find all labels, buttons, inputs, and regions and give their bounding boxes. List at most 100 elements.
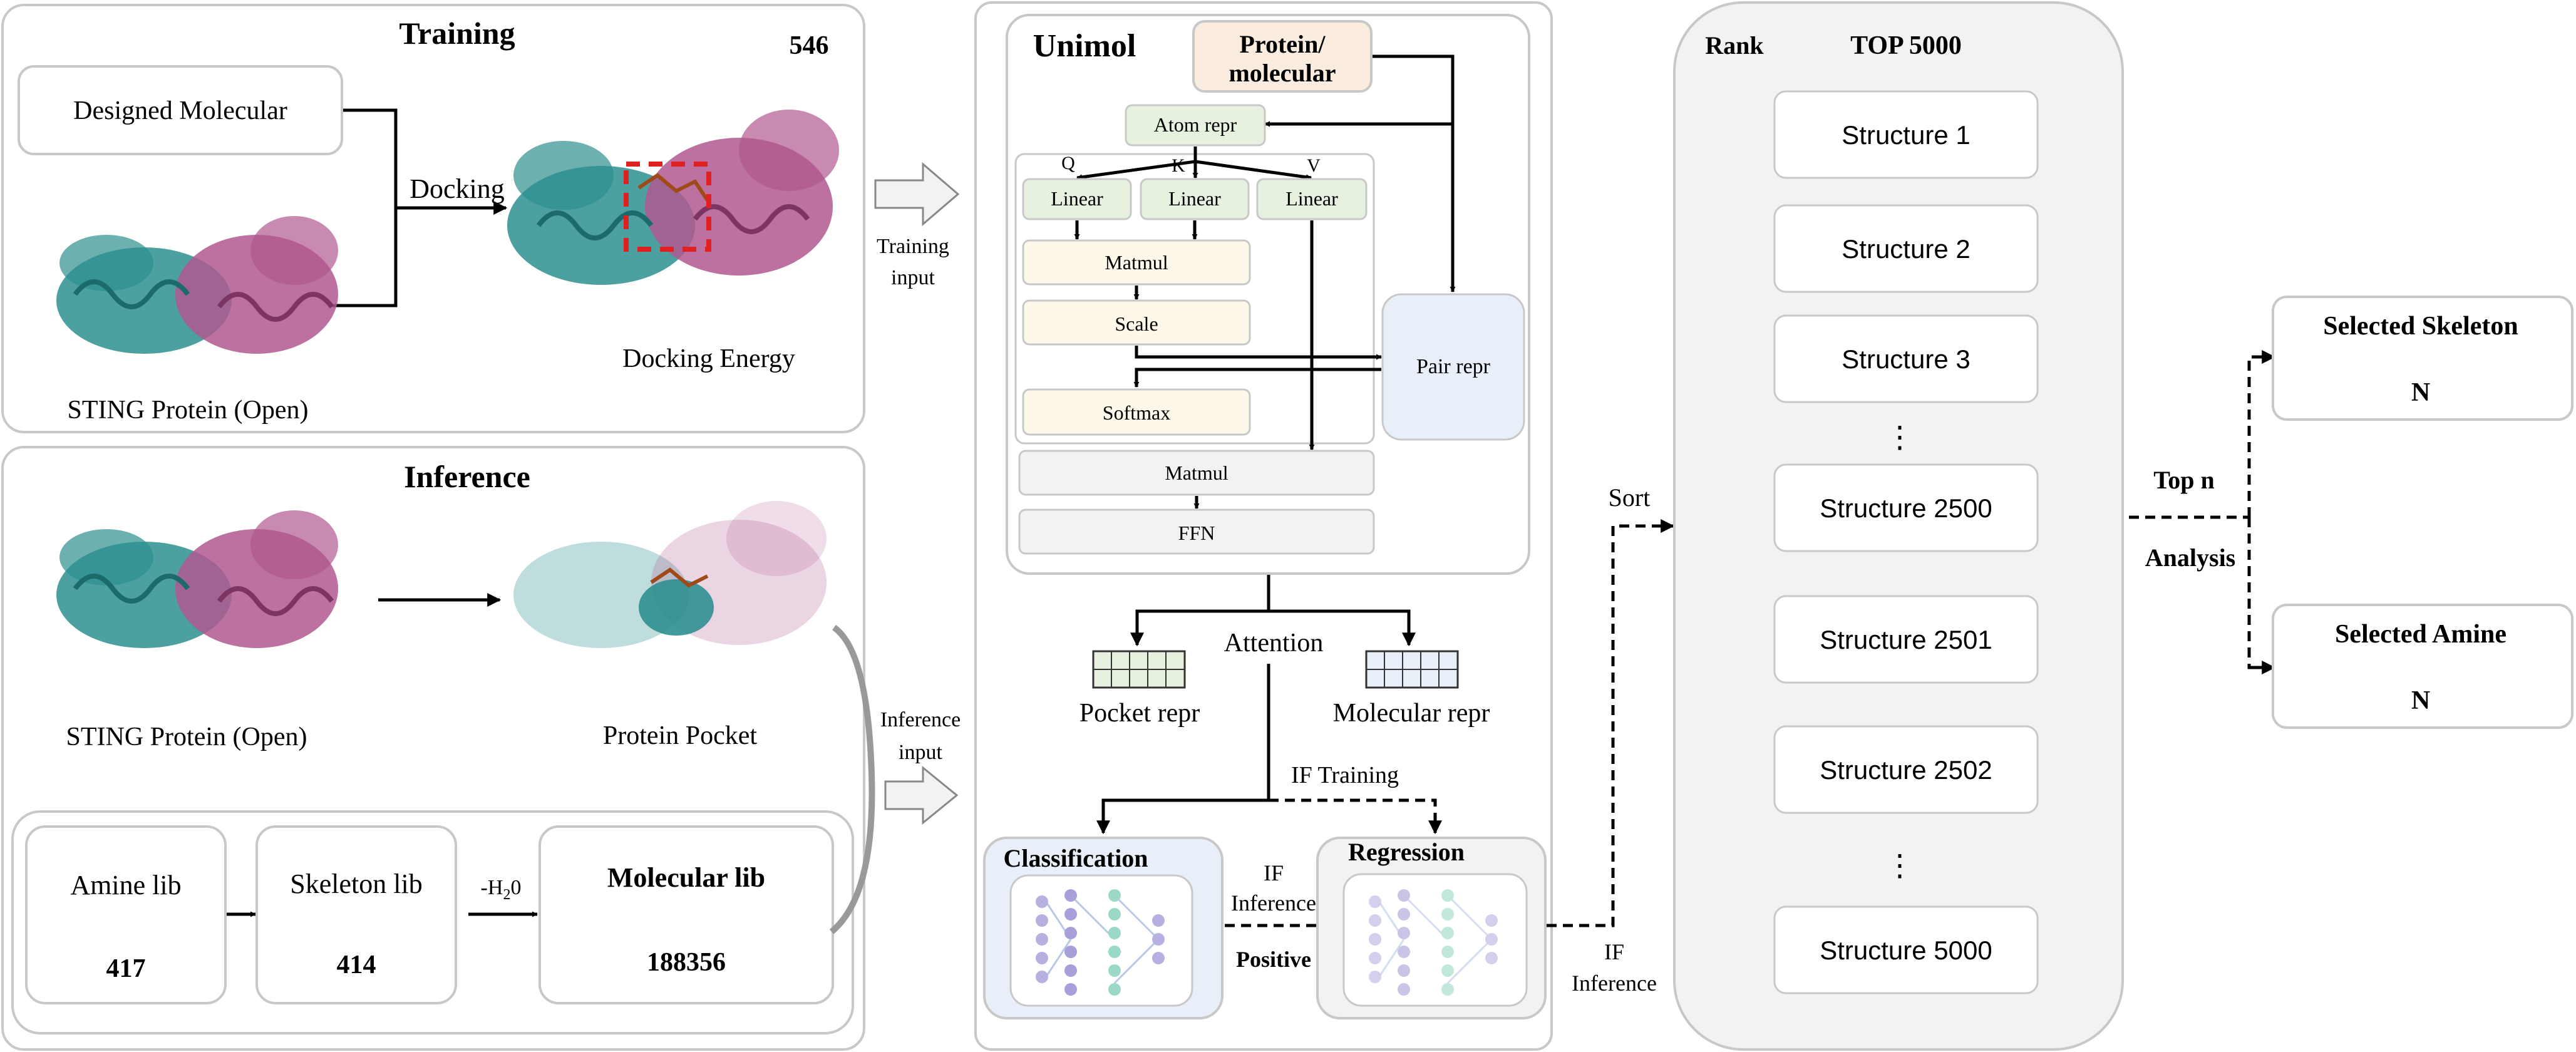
- selected-skeleton-value: N: [2411, 378, 2430, 407]
- training-title: Training: [399, 16, 515, 51]
- linear-k-label: Linear: [1168, 187, 1221, 210]
- matmul2-box: [1018, 450, 1375, 496]
- sort-label: Sort: [1609, 483, 1651, 512]
- unimol-title: Unimol: [1033, 28, 1136, 64]
- protein-pocket-image: [513, 501, 827, 648]
- if-training-dashed-arrow: [1269, 798, 1442, 835]
- scale-box: [1022, 299, 1251, 346]
- protein-molecular-label-2: molecular: [1229, 59, 1336, 87]
- regression-title: Regression: [1348, 838, 1465, 866]
- sting-protein-image: [56, 216, 338, 354]
- q-arrow: [1076, 160, 1196, 180]
- structure-2500-box: [1773, 463, 2039, 552]
- structure-2500-label: Structure 2500: [1820, 493, 1992, 523]
- linear-k-box: [1140, 178, 1250, 220]
- pair-to-softmax-arrow: [1133, 368, 1381, 388]
- protein-molecular-box: [1192, 20, 1373, 93]
- structure-1-label: Structure 1: [1842, 120, 1970, 150]
- if-inference-out-2: Inference: [1572, 971, 1657, 996]
- classification-network-icon: [1036, 889, 1165, 996]
- if-inference-mid-1: IF: [1264, 860, 1284, 885]
- ffn-box: [1018, 508, 1375, 555]
- structure-3-label: Structure 3: [1842, 344, 1970, 374]
- water-loss-label: -H20: [481, 876, 522, 903]
- skeleton-lib-box: [255, 825, 457, 1004]
- regression-to-rank-arrow: [1547, 519, 1675, 927]
- water-loss-subscript: 2: [503, 887, 510, 903]
- linear-v-label: Linear: [1285, 187, 1338, 210]
- pocket-repr-label: Pocket repr: [1079, 699, 1200, 728]
- docked-complex-image: [507, 110, 839, 285]
- training-input-label-1: Training: [877, 235, 949, 258]
- training-input-arrow: Training input: [874, 162, 960, 289]
- structure-2-box: [1773, 204, 2039, 293]
- inference-input-arrow: Inference input: [880, 708, 961, 825]
- v-label: V: [1307, 155, 1321, 176]
- atom-repr-label: Atom repr: [1154, 113, 1237, 136]
- selected-skeleton-label: Selected Skeleton: [2323, 312, 2518, 341]
- docking-label: Docking: [410, 173, 505, 204]
- pair-repr-label: Pair repr: [1416, 355, 1491, 378]
- library-bracket: [829, 624, 875, 934]
- if-inference-mid-2: Inference: [1231, 890, 1316, 915]
- training-count: 546: [790, 31, 829, 60]
- if-inference-out-1: IF: [1604, 939, 1624, 964]
- structure-5000-label: Structure 5000: [1820, 936, 1992, 965]
- docking-energy-label: Docking Energy: [622, 344, 795, 373]
- selected-skeleton-box: [2272, 296, 2573, 421]
- v-arrow: [1195, 160, 1312, 180]
- analysis-label: Analysis: [2145, 544, 2236, 572]
- structure-2-label: Structure 2: [1842, 234, 1970, 264]
- selected-amine-box: [2272, 604, 2573, 729]
- selected-amine-value: N: [2411, 686, 2430, 715]
- designed-molecular-box: [18, 65, 343, 155]
- q-label: Q: [1061, 153, 1075, 173]
- classification-network-frame: [1009, 874, 1193, 1007]
- rank-to-selection-arrows: [2129, 355, 2272, 669]
- inference-input-label-2: input: [899, 741, 942, 764]
- k-label: K: [1172, 155, 1185, 176]
- attention-label: Attention: [1224, 629, 1324, 658]
- rank-label: Rank: [1705, 31, 1764, 59]
- binding-site-highlight: [624, 162, 711, 252]
- attention-to-heads: [1096, 664, 1270, 835]
- designed-molecular-label: Designed Molecular: [73, 96, 287, 125]
- regression-network-frame: [1342, 873, 1528, 1007]
- rank-panel: Rank TOP 5000 Structure 1 Structure 2 St…: [1673, 1, 2124, 1051]
- molecular-lib-box: [538, 825, 834, 1004]
- skeleton-lib-label: Skeleton lib: [290, 869, 422, 899]
- softmax-label: Softmax: [1103, 401, 1170, 424]
- molecular-lib-count: 188356: [647, 948, 726, 977]
- structure-2501-box: [1773, 595, 2039, 684]
- molecular-repr-label: Molecular repr: [1333, 699, 1490, 728]
- matmul-label: Matmul: [1105, 251, 1168, 274]
- sting-protein-label-inference: STING Protein (Open): [66, 723, 307, 751]
- sting-protein-image-inference: [56, 510, 338, 648]
- inference-title: Inference: [404, 459, 530, 494]
- selected-amine-label: Selected Amine: [2335, 620, 2506, 649]
- softmax-box: [1022, 388, 1251, 436]
- if-training-label: IF Training: [1291, 762, 1399, 788]
- amine-lib-label: Amine lib: [70, 870, 181, 900]
- structure-3-box: [1773, 314, 2039, 403]
- structure-5000-box: [1773, 905, 2039, 994]
- linear-q-label: Linear: [1051, 187, 1103, 210]
- ellipsis-1: ⋮: [1885, 421, 1915, 454]
- input-to-pair-arrow: [1373, 54, 1456, 292]
- structure-2502-box: [1773, 725, 2039, 814]
- docking-connector: [332, 108, 506, 307]
- scale-label: Scale: [1115, 312, 1158, 335]
- molecular-lib-label: Molecular lib: [607, 862, 765, 893]
- ffn-label: FFN: [1178, 522, 1215, 544]
- water-loss-prefix: -H: [481, 876, 503, 899]
- inference-panel: Inference STING Protein (Open) Protein P…: [1, 446, 875, 1051]
- training-panel: Training 546 Designed Molecular Docking …: [1, 4, 865, 433]
- top-n-label: Top n: [2153, 466, 2215, 494]
- molecular-repr-vector: [1365, 650, 1459, 689]
- pocket-repr-vector: [1092, 650, 1186, 689]
- structure-2501-label: Structure 2501: [1820, 625, 1992, 654]
- linear-q-box: [1022, 178, 1132, 220]
- ellipsis-2: ⋮: [1885, 849, 1915, 882]
- matmul2-label: Matmul: [1165, 462, 1228, 484]
- inference-input-label-1: Inference: [880, 708, 961, 731]
